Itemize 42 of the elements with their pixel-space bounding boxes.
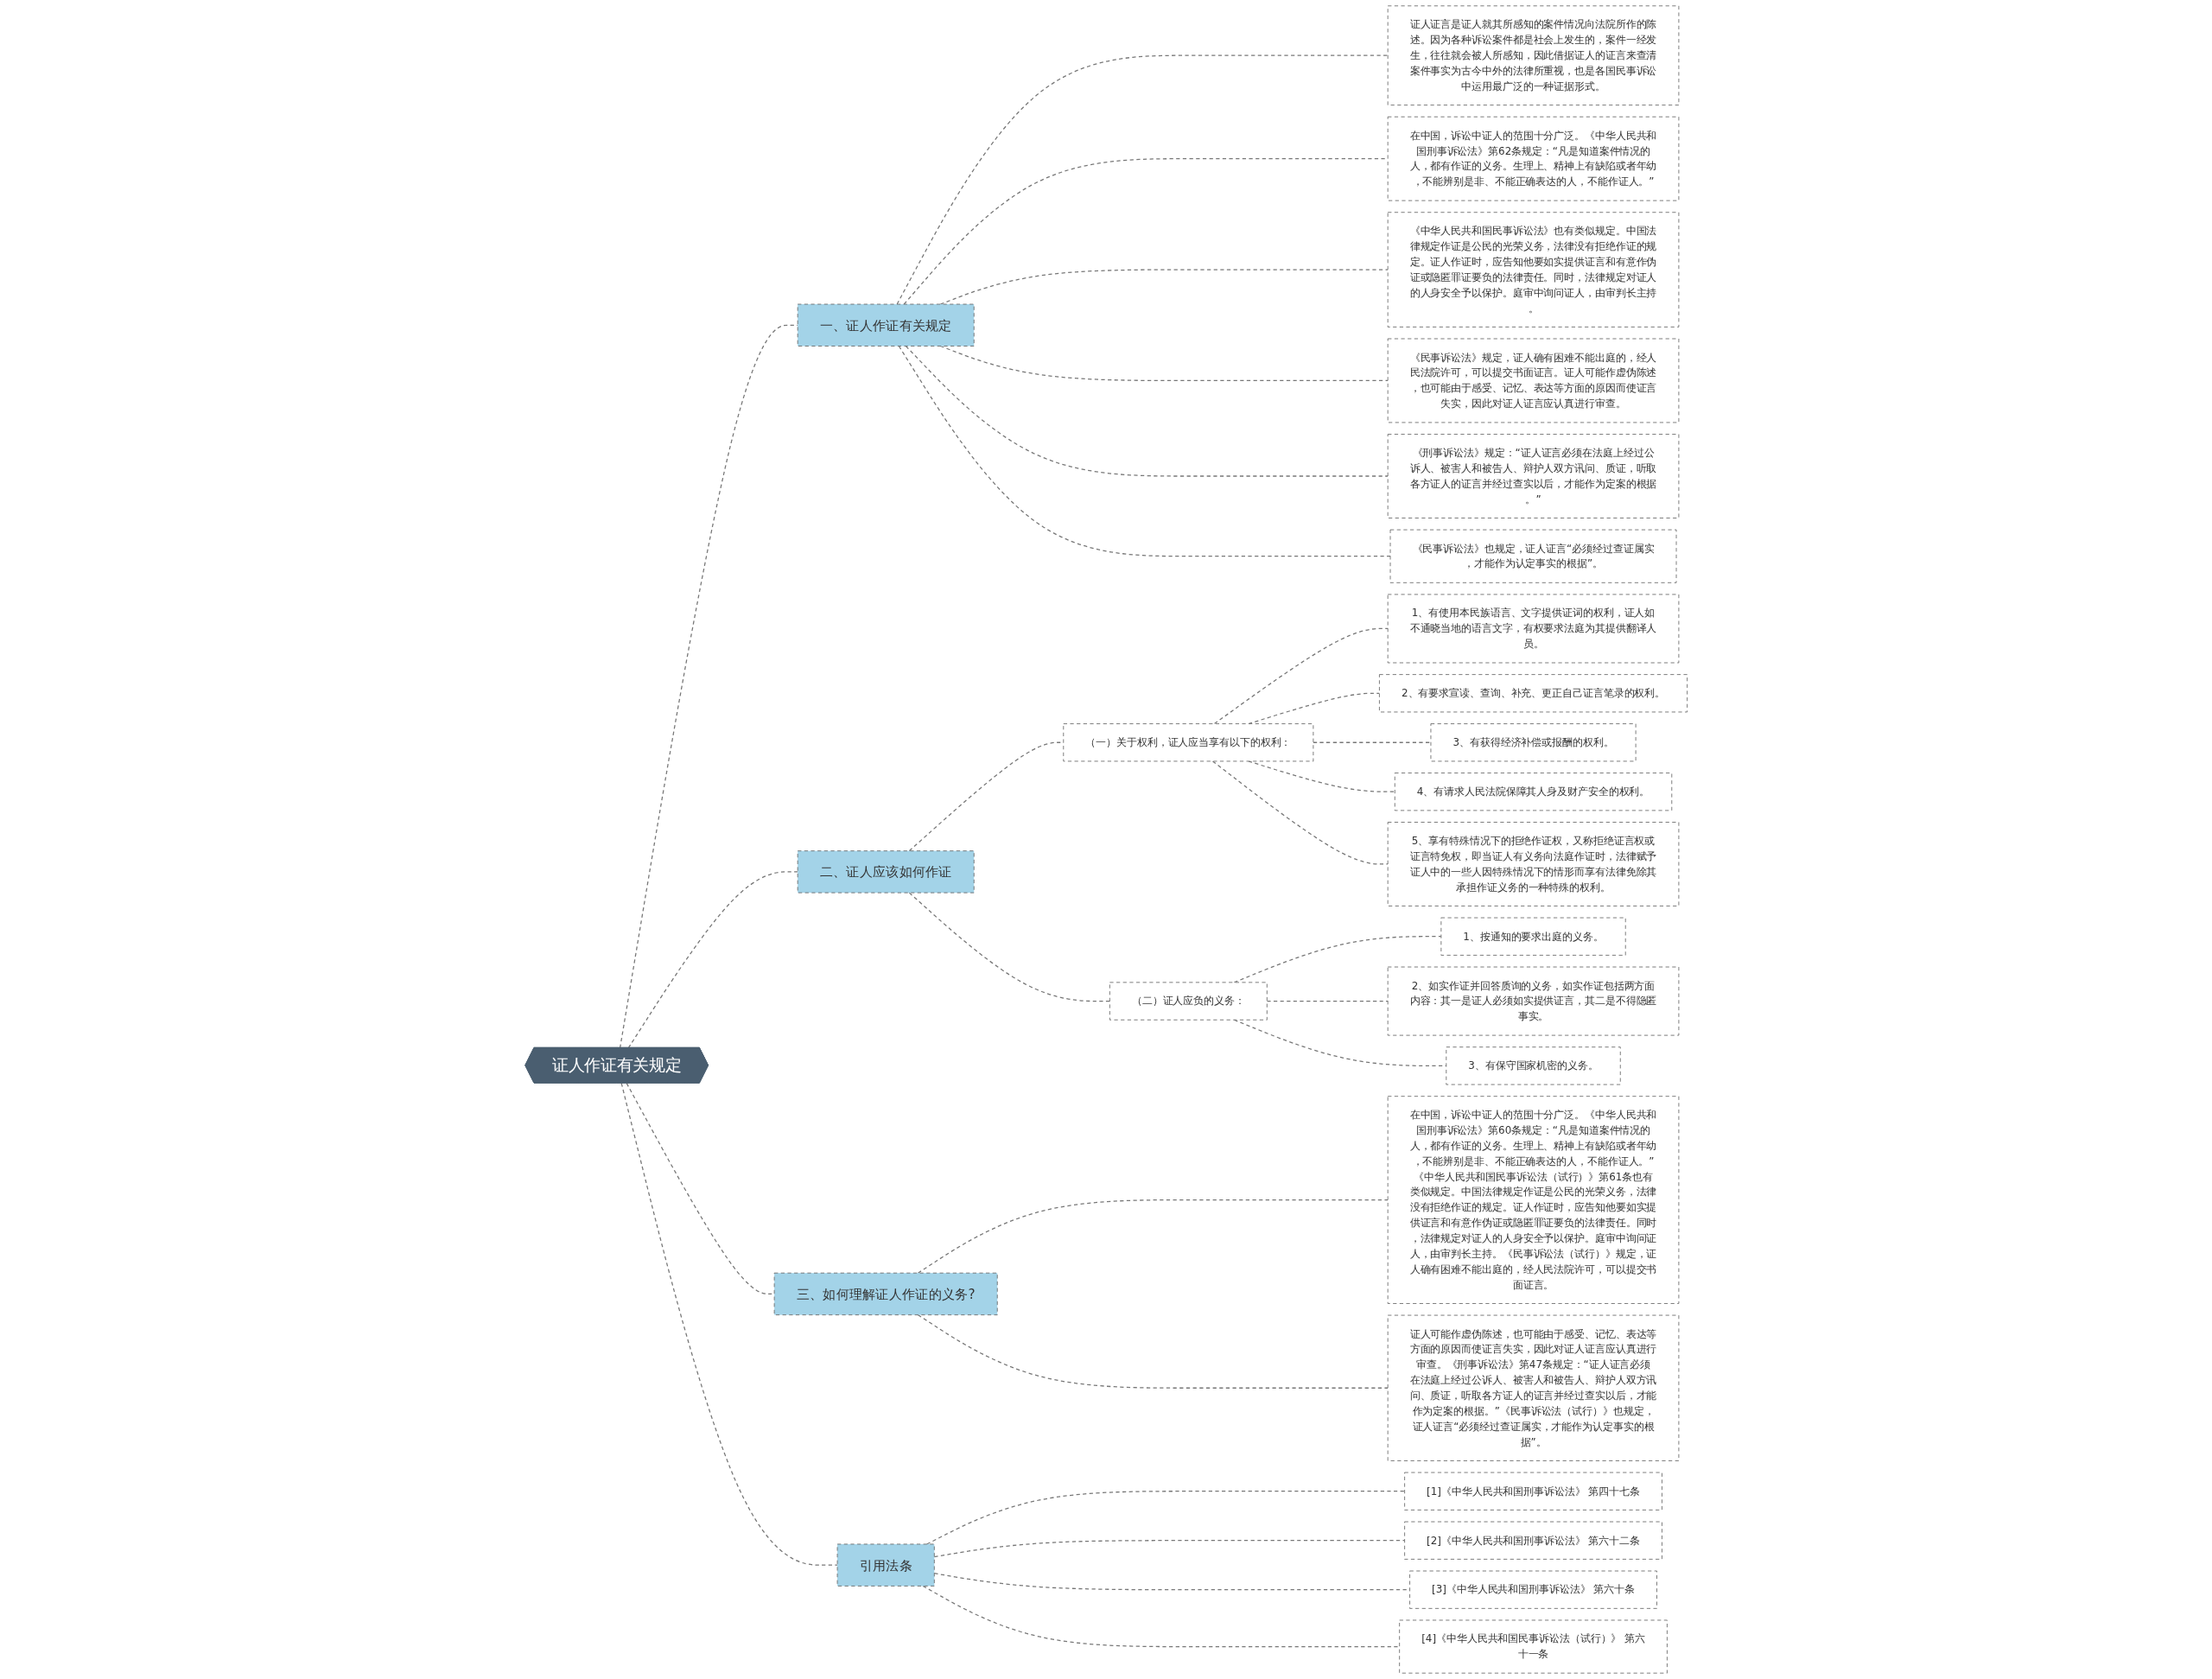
node-box: 1、有使用本民族语言、文字提供证词的权利，证人如不通晓当地的语言文字，有权要求法庭为其提供翻译人员。 (1387, 594, 1680, 664)
connector (908, 892, 1110, 1002)
connector (898, 345, 1391, 557)
node-box: 2、有要求宣读、查询、补充、更正自己证言笔录的权利。 (1378, 674, 1688, 713)
node-box: 一、证人作证有关规定 (797, 303, 975, 347)
node-box: （二）证人应负的义务： (1109, 982, 1268, 1021)
node-box: 2、如实作证并回答质询的义务，如实作证包括两方面内容：其一是证人必须如实提供证言，其二是不得隐匿事实。 (1387, 966, 1680, 1036)
node-box: 1、按通知的要求出庭的义务。 (1440, 917, 1626, 956)
node-box: 5、享有特殊情况下的拒绝作证权，又称拒绝证言权或证言特免权，即当证人有义务向法庭作证时，法律赋予证人中的一些人因特殊情况下的情形而享有法律免除其承担作证义务的一种特殊的权利。 (1387, 822, 1680, 906)
connector (1313, 741, 1432, 743)
connector (896, 54, 1389, 305)
node-box: [1]《中华人民共和国刑事诉讼法》 第四十七条 (1403, 1472, 1662, 1510)
node-box: 《民事诉讼法》也规定，证人证言“必须经过查证属实，才能作为认定事实的根据”。 (1389, 529, 1677, 583)
connector (619, 324, 798, 1049)
connector (905, 345, 1389, 477)
node-box: 在中国，诉讼中证人的范围十分广泛。《中华人民共和国刑事诉讼法》第62条规定：“凡是知道案件情况的人，都有作证的义务。生理上、精神上有缺陷或者年幼，不能辨别是非、不能正确表达的人，不能作证人。” (1387, 116, 1680, 201)
connector (627, 871, 798, 1049)
node-box: 证人证言是证人就其所感知的案件情况向法院所作的陈述。因为各种诉讼案件都是社会上发生的，案件一经发生，往往就会被人所感知，因此借据证人的证言来查清案件事实为古今中外的法律所重视，也是各国民事诉讼中运用最广泛的一种证据形式。 (1387, 5, 1680, 106)
connector (922, 1585, 1401, 1648)
node-box: 3、有保守国家机密的义务。 (1446, 1046, 1621, 1085)
connector (939, 269, 1389, 305)
node-box: 二、证人应该如何作证 (797, 850, 975, 894)
node-box: 《中华人民共和国民事诉讼法》也有类似规定。中国法律规定作证是公民的光荣义务，法律没有拒绝作证的规定。证人作证时，应告知他要如实提供证言和有意作伪证或隐匿罪证要负的法律责任。同时，法律规定对证人的人身安全予以保护。庭审中询问证人，由审判长主持。 (1387, 212, 1680, 328)
node-box: [4]《中华人民共和国民事诉讼法（试行）》 第六十一条 (1399, 1619, 1668, 1674)
node-box: 在中国，诉讼中证人的范围十分广泛。《中华人民共和国刑事诉讼法》第60条规定：“凡是知道案件情况的人，都有作证的义务。生理上、精神上有缺陷或者年幼，不能辨别是非、不能正确表达的人，不能作证人。”《中华人民共和国民事诉讼法（试行）》第61条也有类似规定。中国法律规定作证是公民的光荣义务，法律没有拒绝作证的规定。证人作证时，应告知他要如实提供证言和有意作伪证或隐匿罪证要负的法律责任。同时，法律规定对证人的人身安全予以保护。庭审中询问证人，由审判长主持。《民事诉讼法（试行）》规定，证人确有困难不能出庭的，经人民法院许可，可以提交书面证言。 (1387, 1096, 1680, 1304)
node-box: 《民事诉讼法》规定，证人确有困难不能出庭的，经人民法院许可，可以提交书面证言。证人可能作虚伪陈述，也可能由于感受、记忆、表达等方面的原因而使证言失实，因此对证人证言应认真进行审查。 (1387, 338, 1680, 423)
connector (917, 1199, 1389, 1274)
node-box: 引用法条 (836, 1543, 935, 1587)
connector (903, 158, 1389, 305)
node-box: 3、有获得经济补偿或报酬的权利。 (1430, 723, 1637, 762)
node-box: [3]《中华人民共和国刑事诉讼法》 第六十条 (1408, 1570, 1657, 1609)
connector (1248, 760, 1395, 792)
node-box: 三、如何理解证人作证的义务? (773, 1272, 998, 1316)
connector (933, 1540, 1406, 1558)
connector (620, 1082, 838, 1566)
connector (1213, 627, 1389, 725)
node-box: （一）关于权利，证人应当享有以下的权利： (1063, 723, 1314, 762)
connector (917, 1314, 1389, 1389)
node-box: 证人可能作虚伪陈述，也可能由于感受、记忆、表达等方面的原因而使证言失实，因此对证人证言应认真进行审查。《刑事诉讼法》第47条规定：“证人证言必须在法庭上经过公诉人、被害人和被告人、辩护人双方讯问、质证，听取各方证人的证言并经过查实以后，才能作为定案的根据。”《民事诉讼法（试行）》也规定，证人证言“必须经过查证属实，才能作为认定事实的根据”。 (1387, 1314, 1680, 1461)
node-box: [2]《中华人民共和国刑事诉讼法》 第六十二条 (1403, 1521, 1662, 1560)
node-box: 4、有请求人民法院保障其人身及财产安全的权利。 (1394, 773, 1672, 811)
node-box: 《刑事诉讼法》规定：“证人证言必须在法庭上经过公诉人、被害人和被告人、辩护人双方讯问、质证，听取各方证人的证言并经过查实以后，才能作为定案的根据。” (1387, 434, 1680, 518)
